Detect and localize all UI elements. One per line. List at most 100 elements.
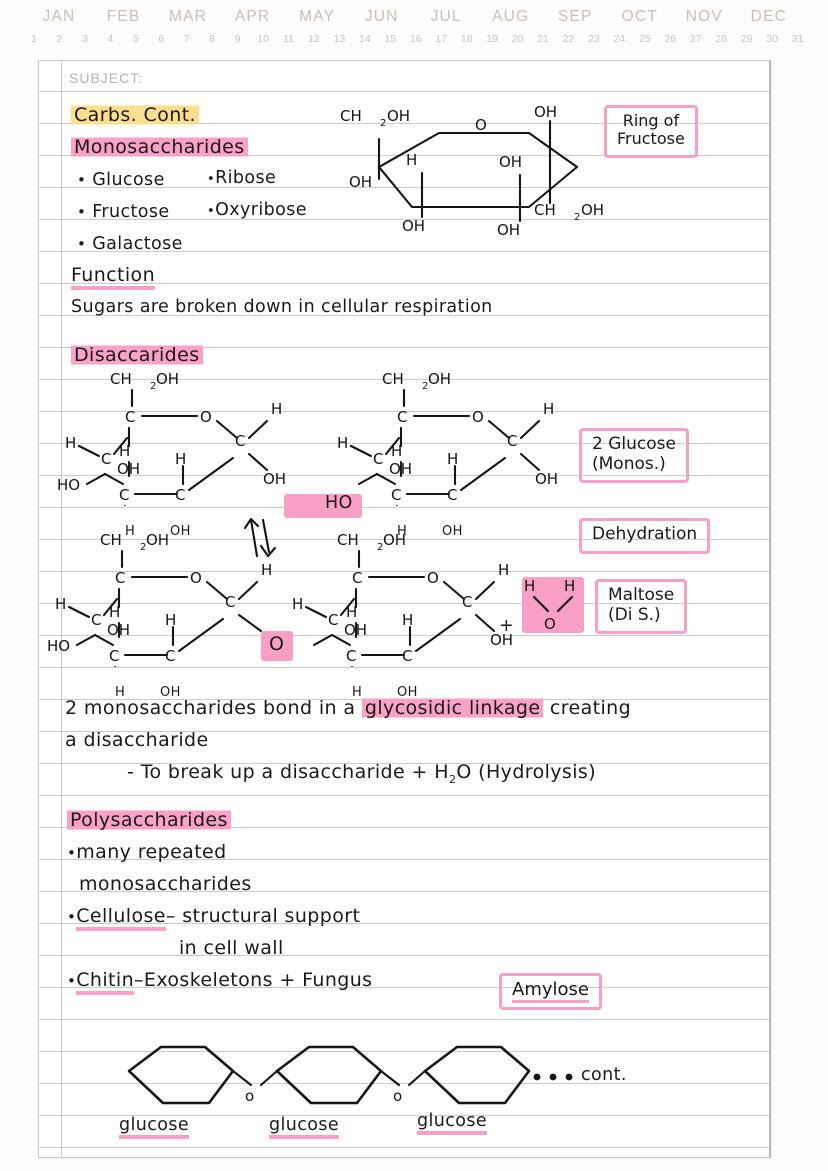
note-title: Carbs. Cont.: [71, 104, 199, 126]
calendar-day-26: 26: [664, 33, 677, 45]
rule-line-26: [39, 923, 769, 924]
svg-text:H: H: [292, 595, 303, 613]
svg-text:H: H: [165, 611, 176, 629]
svg-text:H: H: [498, 561, 509, 579]
rule-line-13: [39, 507, 769, 508]
svg-text:C: C: [328, 611, 338, 629]
paragraph-line-1: 2 monosaccharides bond in a glycosidic l…: [65, 697, 632, 719]
svg-text:H: H: [119, 442, 130, 460]
calendar-day-8: 8: [209, 33, 216, 45]
svg-text:C: C: [175, 486, 185, 504]
notebook-page: SUBJECT: Carbs. Cont. Monosaccharides • …: [38, 60, 771, 1158]
svg-text:H: H: [271, 400, 282, 418]
rule-line-11: [39, 443, 769, 444]
calendar-day-7: 7: [183, 33, 190, 45]
svg-text:CH: CH: [100, 531, 122, 549]
rule-line-5: [39, 251, 769, 252]
calendar-day-31: 31: [791, 33, 804, 45]
rule-line-1: [39, 123, 769, 124]
svg-text:OH: OH: [349, 173, 372, 191]
calendar-day-9: 9: [234, 33, 241, 45]
paragraph-line-2: a disaccharide: [65, 729, 209, 751]
svg-text:H: H: [337, 434, 348, 452]
svg-text:o: o: [245, 1087, 254, 1105]
rule-line-7: [39, 315, 769, 316]
rule-line-21: [39, 763, 769, 764]
subject-label: SUBJECT:: [69, 70, 144, 86]
highlight-water-molecule: [522, 577, 584, 633]
left-margin-rule: [61, 61, 62, 1157]
svg-text:C: C: [346, 647, 356, 665]
svg-text:C: C: [109, 647, 119, 665]
amylose-glucose-label-1: glucose: [119, 1115, 190, 1139]
rule-line-2: [39, 155, 769, 156]
svg-text:C: C: [119, 486, 129, 504]
rule-line-16: [39, 603, 769, 604]
calendar-day-17: 17: [435, 33, 448, 45]
calendar-day-3: 3: [81, 33, 88, 45]
rule-line-17: [39, 635, 769, 636]
calendar-day-12: 12: [308, 33, 320, 45]
svg-text:HO: HO: [57, 476, 80, 494]
label-oh-bottom-1: OH: [170, 524, 191, 539]
annotation-maltose: Maltose (Di S.): [595, 579, 688, 635]
calendar-day-1: 1: [31, 33, 37, 45]
annotation-ring-of-fructose: Ring of Fructose: [604, 105, 698, 158]
calendar-day-20: 20: [511, 33, 524, 45]
svg-text:H: H: [175, 450, 186, 468]
amylose-continuation-label: cont.: [581, 1065, 627, 1085]
svg-text:H: H: [406, 151, 417, 169]
calendar-month-jun: JUN: [364, 8, 399, 25]
svg-text:O: O: [544, 615, 556, 633]
rule-line-25: [39, 891, 769, 892]
svg-text:C: C: [115, 569, 125, 587]
highlight-oh-ho-junction: [284, 494, 362, 518]
rule-line-29: [39, 1019, 769, 1020]
svg-text:2: 2: [377, 542, 383, 553]
svg-text:O: O: [190, 569, 202, 587]
svg-text:CH: CH: [534, 201, 556, 219]
svg-text:H: H: [543, 400, 554, 418]
heading-polysaccharides: Polysaccharides: [67, 809, 231, 831]
label-glycosidic-oxygen: O: [269, 633, 285, 655]
svg-text:2: 2: [140, 542, 146, 553]
annotation-amylose: Amylose: [499, 973, 602, 1010]
amylose-glucose-label-3: glucose: [417, 1111, 488, 1135]
poly-bullet-2: •Cellulose– structural support: [67, 905, 360, 931]
svg-text:C: C: [165, 647, 175, 665]
svg-text:2: 2: [150, 381, 156, 392]
svg-text:H: H: [447, 450, 458, 468]
label-h-bottom-1: H: [125, 524, 136, 539]
svg-text:CH: CH: [382, 370, 404, 388]
rule-line-27: [39, 955, 769, 956]
calendar-day-16: 16: [409, 33, 422, 45]
rule-line-15: [39, 571, 769, 572]
calendar-day-22: 22: [562, 33, 575, 45]
highlight-glycosidic-oxygen: [261, 631, 293, 661]
plus-sign: +: [499, 616, 515, 636]
calendar-day-14: 14: [359, 33, 371, 45]
calendar-month-apr: APR: [234, 8, 271, 25]
water-molecule-structure: H H O: [524, 577, 575, 633]
calendar-day-29: 29: [740, 33, 753, 45]
list-item-glucose: • Glucose: [77, 170, 165, 190]
svg-text:C: C: [235, 432, 245, 450]
rule-line-28: [39, 987, 769, 988]
rule-line-33: [39, 1147, 769, 1148]
svg-text:C: C: [352, 569, 362, 587]
calendar-month-feb: FEB: [106, 8, 141, 25]
svg-text:C: C: [402, 647, 412, 665]
heading-function: Function: [71, 264, 156, 290]
rule-line-4: [39, 219, 769, 220]
svg-text:CH: CH: [340, 107, 362, 125]
label-h-bottom-4: H: [352, 685, 363, 700]
svg-text:HO: HO: [47, 637, 70, 655]
rule-line-14: [39, 539, 769, 540]
svg-text:CH: CH: [110, 370, 132, 388]
rule-line-24: [39, 859, 769, 860]
amylose-chain-structure: o o: [127, 1045, 573, 1105]
rule-line-22: [39, 795, 769, 796]
calendar-month-sep: SEP: [557, 8, 593, 25]
svg-text:C: C: [101, 450, 111, 468]
